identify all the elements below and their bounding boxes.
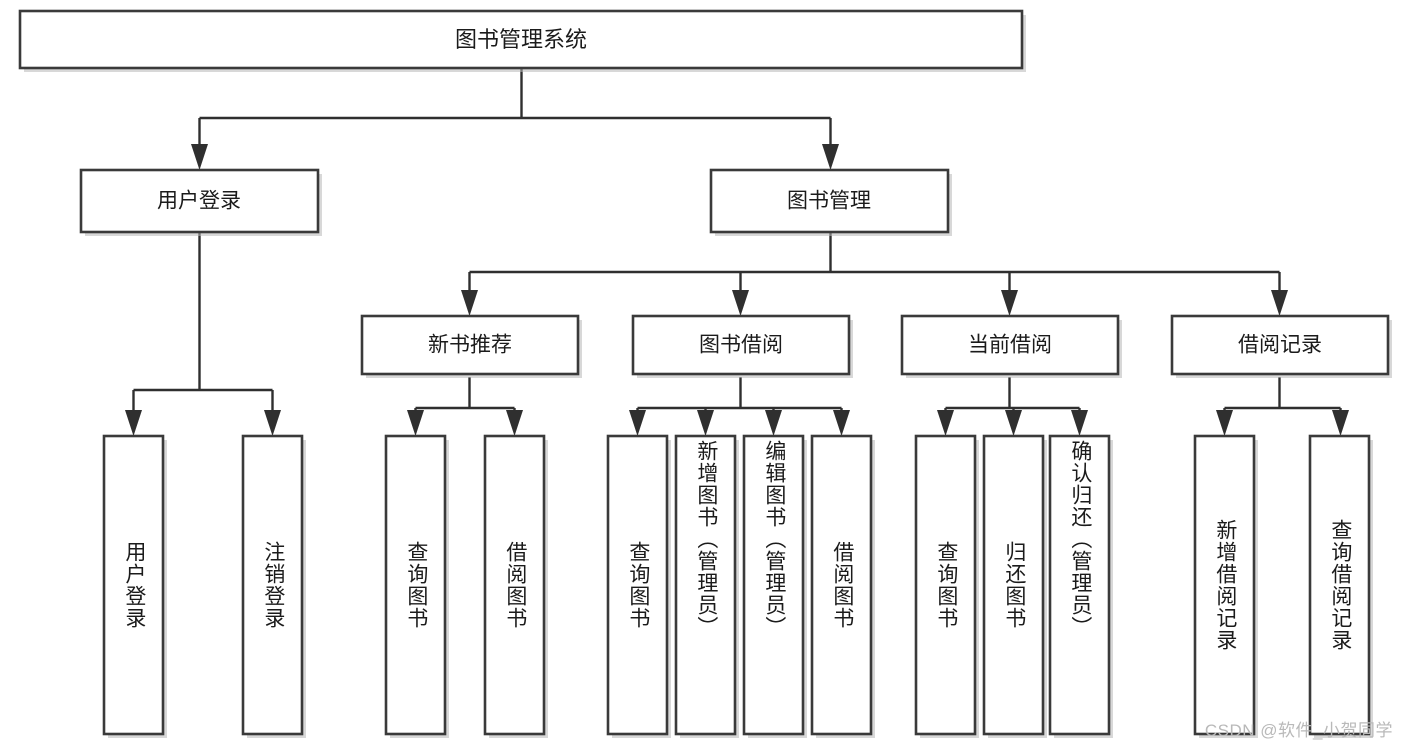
node-new-book-recommend-box[interactable] <box>360 314 580 376</box>
arrow-head-leaf-current-borrow-2 <box>1071 410 1088 436</box>
node-borrow-record-box[interactable] <box>1170 314 1390 376</box>
leaf-box-book-borrow-3[interactable] <box>810 434 873 736</box>
node-user-login[interactable]: 用户登录 <box>79 168 322 236</box>
node-book-borrow-box[interactable] <box>631 314 851 376</box>
node-current-borrow-box[interactable] <box>900 314 1120 376</box>
leaf-group-borrow-record <box>1193 434 1373 738</box>
node-root[interactable]: 图书管理系统 <box>18 9 1026 72</box>
node-book-manage-label: 图书管理 <box>787 190 871 213</box>
arrow-head-leaf-book-borrow-0 <box>629 410 646 436</box>
node-current-borrow[interactable]: 当前借阅 <box>900 314 1122 378</box>
leaf-box-new-book-0[interactable] <box>384 434 447 736</box>
csdn-watermark: CSDN @软件_小贺同学 <box>1204 721 1393 740</box>
leaf-box-new-book-1[interactable] <box>483 434 546 736</box>
arrow-head-leaf-user-login-0 <box>125 410 142 436</box>
connector-group-new-book <box>407 377 523 436</box>
connector-group-current-borrow <box>937 377 1088 436</box>
arrow-head-leaf-book-borrow-3 <box>833 410 850 436</box>
node-user-login-box[interactable] <box>79 168 320 234</box>
arrow-head-book-manage <box>822 144 839 170</box>
node-borrow-record-label: 借阅记录 <box>1238 334 1322 357</box>
node-new-book-recommend[interactable]: 新书推荐 <box>360 314 582 378</box>
connector-group-borrow-record <box>1216 377 1349 436</box>
arrow-head-leaf-borrow-record-0 <box>1216 410 1233 436</box>
node-root-box[interactable] <box>18 9 1024 70</box>
arrow-head-current-borrow <box>1001 290 1018 316</box>
node-user-login-label: 用户登录 <box>157 190 241 213</box>
leaf-box-borrow-record-0[interactable] <box>1193 434 1256 736</box>
node-borrow-record[interactable]: 借阅记录 <box>1170 314 1392 378</box>
arrow-head-leaf-current-borrow-1 <box>1005 410 1022 436</box>
leaf-group-user-login <box>102 434 306 738</box>
connector-group-book-manage <box>461 232 1288 316</box>
leaf-group-book-borrow <box>606 434 875 738</box>
arrow-head-leaf-book-borrow-2 <box>765 410 782 436</box>
leaf-group-new-book-recommend <box>384 434 548 738</box>
arrow-head-leaf-user-login-1 <box>264 410 281 436</box>
node-current-borrow-label: 当前借阅 <box>968 334 1052 357</box>
connector-group-book-borrow <box>629 377 850 436</box>
leaf-group-current-borrow <box>914 434 1113 738</box>
node-book-borrow[interactable]: 图书借阅 <box>631 314 853 378</box>
arrow-head-leaf-borrow-record-1 <box>1332 410 1349 436</box>
leaf-box-book-borrow-2[interactable] <box>742 434 805 736</box>
connector-group-user-login <box>125 232 281 436</box>
node-new-book-recommend-label: 新书推荐 <box>428 334 512 357</box>
arrow-head-leaf-book-borrow-1 <box>697 410 714 436</box>
node-book-borrow-label: 图书借阅 <box>699 334 783 357</box>
arrow-head-leaf-current-borrow-0 <box>937 410 954 436</box>
leaf-box-current-borrow-0[interactable] <box>914 434 977 736</box>
leaf-box-user-login-1[interactable] <box>241 434 304 736</box>
arrow-head-leaf-new-book-0 <box>407 410 424 436</box>
arrow-head-new-book <box>461 290 478 316</box>
arrow-head-borrow-record <box>1271 290 1288 316</box>
leaf-box-book-borrow-0[interactable] <box>606 434 669 736</box>
arrow-head-user-login <box>191 144 208 170</box>
arrow-head-leaf-new-book-1 <box>506 410 523 436</box>
node-book-manage[interactable]: 图书管理 <box>709 168 952 236</box>
leaf-box-current-borrow-1[interactable] <box>982 434 1045 736</box>
node-root-label: 图书管理系统 <box>455 27 587 52</box>
leaf-box-current-borrow-2[interactable] <box>1048 434 1111 736</box>
leaf-box-borrow-record-1[interactable] <box>1308 434 1371 736</box>
leaf-box-user-login-0[interactable] <box>102 434 165 736</box>
leaf-box-book-borrow-1[interactable] <box>674 434 737 736</box>
arrow-head-book-borrow <box>732 290 749 316</box>
node-book-manage-box[interactable] <box>709 168 950 234</box>
connector-group-root <box>191 68 839 170</box>
